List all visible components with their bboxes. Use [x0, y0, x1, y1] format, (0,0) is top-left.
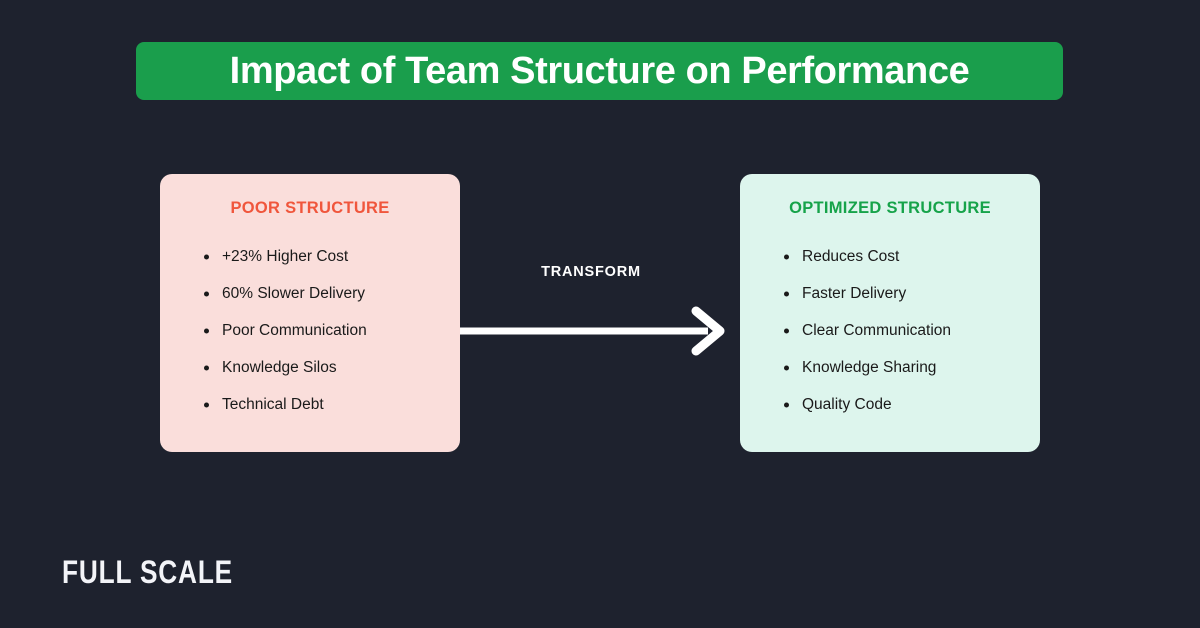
list-item: Poor Communication — [200, 313, 460, 350]
list-item: 60% Slower Delivery — [200, 276, 460, 313]
page-title: Impact of Team Structure on Performance — [229, 50, 970, 92]
arrow-right-icon — [460, 306, 725, 356]
card-heading-poor-structure: POOR STRUCTURE — [230, 199, 390, 217]
list-item: Clear Communication — [780, 313, 1040, 350]
list-item: Knowledge Sharing — [780, 350, 1040, 387]
card-poor-structure: POOR STRUCTURE +23% Higher Cost 60% Slow… — [160, 174, 460, 452]
list-item: Technical Debt — [200, 387, 460, 424]
page-title-banner: Impact of Team Structure on Performance — [136, 42, 1063, 100]
transform-label: TRANSFORM — [541, 264, 641, 280]
card-heading-optimized-structure: OPTIMIZED STRUCTURE — [789, 199, 991, 217]
list-item: +23% Higher Cost — [200, 239, 460, 276]
card-optimized-structure: OPTIMIZED STRUCTURE Reduces Cost Faster … — [740, 174, 1040, 452]
bullet-list-optimized-structure: Reduces Cost Faster Delivery Clear Commu… — [740, 239, 1040, 424]
list-item: Knowledge Silos — [200, 350, 460, 387]
transform-arrow — [458, 306, 726, 356]
brand-logo: FULL SCALE — [62, 554, 233, 590]
list-item: Faster Delivery — [780, 276, 1040, 313]
list-item: Quality Code — [780, 387, 1040, 424]
bullet-list-poor-structure: +23% Higher Cost 60% Slower Delivery Poo… — [160, 239, 460, 424]
list-item: Reduces Cost — [780, 239, 1040, 276]
